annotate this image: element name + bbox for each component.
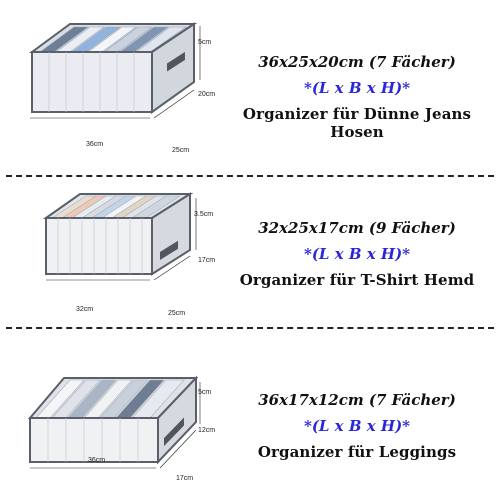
length-label: 32cm (76, 306, 93, 313)
product-dimensions: 32x25x17cm (9 Fächer) (258, 219, 456, 237)
organizer-box-illustration-1: 36cm 25cm 20cm 5cm (28, 22, 215, 154)
dimension-formula: *(L x B x H)* (303, 79, 411, 97)
product-description: Organizer für Leggings (257, 443, 457, 461)
width-label: 17cm (176, 475, 193, 482)
section-divider-1 (6, 175, 494, 177)
front-height-label: 5cm (198, 389, 211, 396)
organizer-box-illustration-3: 36cm 17cm 12cm 5cm (27, 375, 215, 482)
length-label: 36cm (86, 141, 103, 148)
product-text-3: 36x17x12cm (7 Fächer) *(L x B x H)* Orga… (222, 391, 492, 461)
width-label: 25cm (172, 147, 189, 154)
height-label: 20cm (198, 91, 215, 98)
length-label: 36cm (88, 457, 105, 464)
height-label: 17cm (198, 257, 215, 264)
width-label: 25cm (168, 310, 185, 317)
product-description: Organizer für T-Shirt Hemd (239, 271, 475, 289)
product-description: Organizer für Dünne Jeans Hosen (242, 105, 472, 141)
product-text-1: 36x25x20cm (7 Fächer) *(L x B x H)* Orga… (222, 53, 492, 141)
product-dimensions: 36x17x12cm (7 Fächer) (258, 391, 456, 409)
organizer-box-illustration-2: 32cm 25cm 17cm 3.5cm (42, 192, 215, 317)
product-section-1: 36cm 25cm 20cm 5cm 36x25x20cm (7 Fächer)… (0, 0, 500, 176)
height-label: 12cm (198, 427, 215, 434)
product-text-2: 32x25x17cm (9 Fächer) *(L x B x H)* Orga… (222, 219, 492, 289)
front-height-label: 5cm (198, 39, 211, 46)
front-height-label: 3.5cm (194, 211, 213, 218)
product-section-2: 32cm 25cm 17cm 3.5cm 32x25x17cm (9 Fäche… (0, 176, 500, 328)
dimension-formula: *(L x B x H)* (303, 245, 411, 263)
section-divider-2 (6, 327, 494, 329)
dimension-formula: *(L x B x H)* (303, 417, 411, 435)
product-section-3: 36cm 17cm 12cm 5cm 36x17x12cm (7 Fächer)… (0, 328, 500, 500)
product-dimensions: 36x25x20cm (7 Fächer) (258, 53, 456, 71)
